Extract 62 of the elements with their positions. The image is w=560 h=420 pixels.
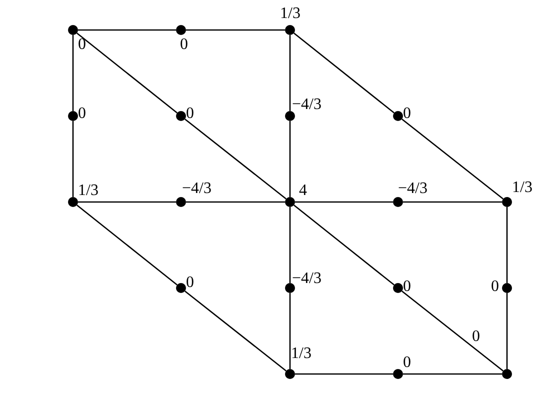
- node-value: −4/3: [398, 181, 428, 197]
- node-value: 4: [299, 183, 307, 199]
- mesh-edge: [403, 201, 502, 203]
- mesh-node-dot: [285, 111, 295, 121]
- mesh-edge: [76, 204, 178, 286]
- mesh-edge: [72, 121, 74, 197]
- node-value: 0: [403, 355, 411, 371]
- mesh-node-dot: [176, 197, 186, 207]
- node-value: 0: [186, 275, 194, 291]
- mesh-edge: [294, 32, 394, 114]
- node-value: 1/3: [512, 180, 532, 196]
- mesh-node-dot: [68, 197, 78, 207]
- mesh-node-dot: [68, 111, 78, 121]
- mesh-node-dot: [502, 283, 512, 293]
- node-value: −4/3: [182, 181, 212, 197]
- mesh-node-dot: [393, 197, 403, 207]
- mesh-edge: [186, 29, 285, 31]
- mesh-edge: [294, 204, 394, 286]
- mesh-node-dot: [393, 283, 403, 293]
- node-value: 0: [78, 37, 86, 53]
- mesh-edge: [289, 207, 291, 283]
- mesh-edge: [184, 118, 286, 200]
- node-value: 1/3: [78, 183, 98, 199]
- node-value: 0: [186, 106, 194, 122]
- node-value: 0: [491, 279, 499, 295]
- mesh-node-dot: [393, 111, 403, 121]
- mesh-node-dot: [393, 369, 403, 379]
- mesh-edge: [295, 201, 393, 203]
- node-value: 0: [180, 37, 188, 53]
- mesh-edge: [506, 207, 508, 283]
- node-value: 0: [472, 329, 480, 345]
- mesh-edge: [76, 32, 178, 114]
- mesh-edge: [78, 29, 176, 31]
- mesh-node-dot: [285, 25, 295, 35]
- mesh-edge: [403, 373, 502, 375]
- mesh-edge: [184, 290, 286, 372]
- mesh-edge: [289, 35, 291, 111]
- mesh-node-dot: [176, 25, 186, 35]
- mesh-edge: [72, 35, 74, 111]
- node-value: −4/3: [292, 271, 322, 287]
- node-value: 1/3: [280, 6, 300, 22]
- mesh-node-dot: [176, 283, 186, 293]
- node-value: −4/3: [292, 97, 322, 113]
- mesh-node-dot: [285, 369, 295, 379]
- mesh-edge: [289, 293, 291, 369]
- mesh-node-dot: [285, 197, 295, 207]
- node-value: 0: [403, 106, 411, 122]
- mesh-node-dot: [176, 111, 186, 121]
- mesh-edge: [402, 290, 504, 372]
- mesh-node-dot: [502, 369, 512, 379]
- mesh-edge: [289, 121, 291, 197]
- mesh-node-dot: [502, 197, 512, 207]
- mesh-node-dot: [68, 25, 78, 35]
- mesh-edge: [506, 293, 508, 369]
- node-value: 0: [403, 279, 411, 295]
- mesh-edge: [402, 118, 504, 200]
- node-value: 1/3: [291, 346, 312, 362]
- mesh-edge: [295, 373, 393, 375]
- mesh-edge: [186, 201, 285, 203]
- mesh-node-dot: [285, 283, 295, 293]
- node-value: 0: [78, 106, 86, 122]
- mesh-edge: [78, 201, 176, 203]
